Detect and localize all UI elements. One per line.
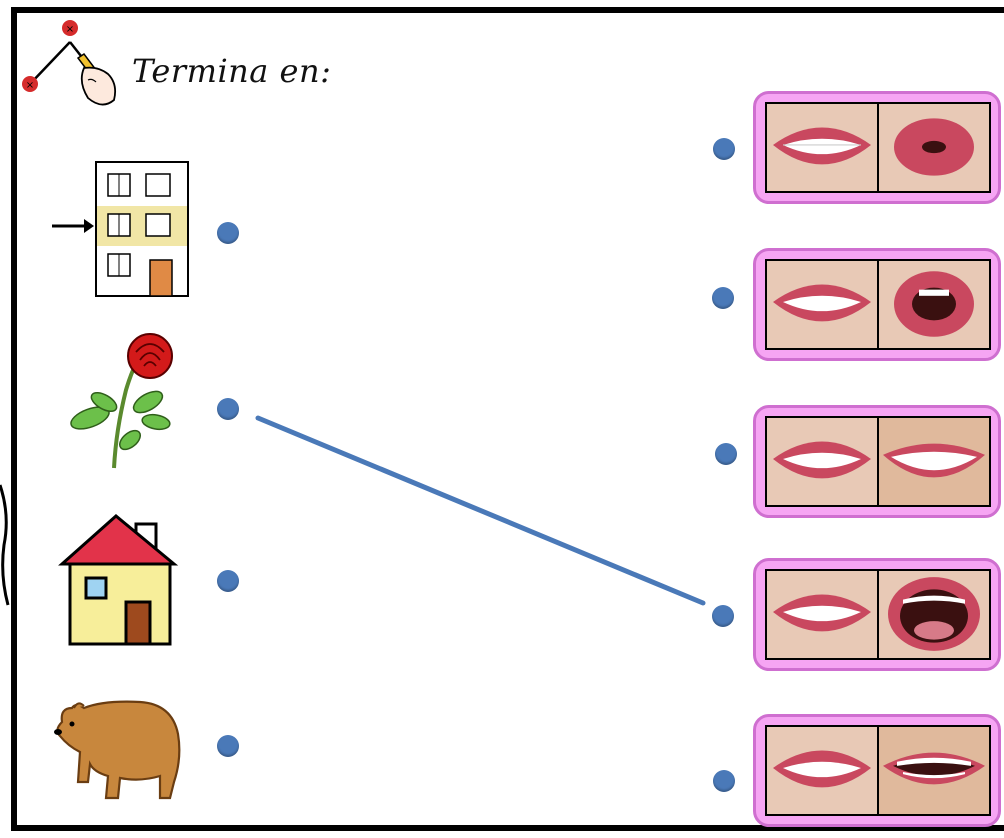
bear-picture — [44, 672, 194, 818]
word-dot-building[interactable] — [217, 222, 239, 244]
mouth-smile-e-icon — [879, 418, 989, 505]
smile-mouth-icon — [767, 104, 877, 191]
house-picture — [44, 506, 194, 648]
mouth-half-open-i-icon — [879, 727, 989, 814]
bear-icon — [54, 700, 181, 800]
word-dot-bear[interactable] — [217, 735, 239, 757]
mouth-wide-open-a-icon — [879, 571, 989, 658]
building-floor-picture — [46, 156, 196, 302]
word-dot-rose[interactable] — [217, 398, 239, 420]
mouth-card-1[interactable] — [753, 91, 1001, 204]
mouth-round-open-icon — [879, 261, 989, 348]
card-dot-1[interactable] — [713, 138, 735, 160]
word-dot-house[interactable] — [217, 570, 239, 592]
edge-mark — [0, 484, 10, 606]
instruction-title: Termina en: — [132, 52, 332, 90]
card-dot-3[interactable] — [715, 443, 737, 465]
rose-picture — [46, 330, 196, 470]
smile-mouth-icon — [767, 261, 877, 348]
svg-text:×: × — [26, 80, 34, 91]
mouth-card-4[interactable] — [753, 558, 1001, 671]
mouth-card-3[interactable] — [753, 405, 1001, 518]
smile-mouth-icon — [767, 418, 877, 505]
draw-line-connect-icon: × × — [18, 18, 118, 110]
card-dot-5[interactable] — [713, 770, 735, 792]
building-floor-icon — [52, 161, 189, 297]
svg-text:×: × — [66, 24, 74, 35]
mouth-card-2[interactable] — [753, 248, 1001, 361]
rose-icon — [70, 333, 173, 469]
mouth-card-5[interactable] — [753, 714, 1001, 827]
house-icon — [58, 514, 179, 646]
smile-mouth-icon — [767, 571, 877, 658]
card-dot-2[interactable] — [712, 287, 734, 309]
mouth-rounded-kiss-icon — [879, 104, 989, 191]
card-dot-4[interactable] — [712, 605, 734, 627]
worksheet-frame — [11, 7, 1004, 831]
smile-mouth-icon — [767, 727, 877, 814]
